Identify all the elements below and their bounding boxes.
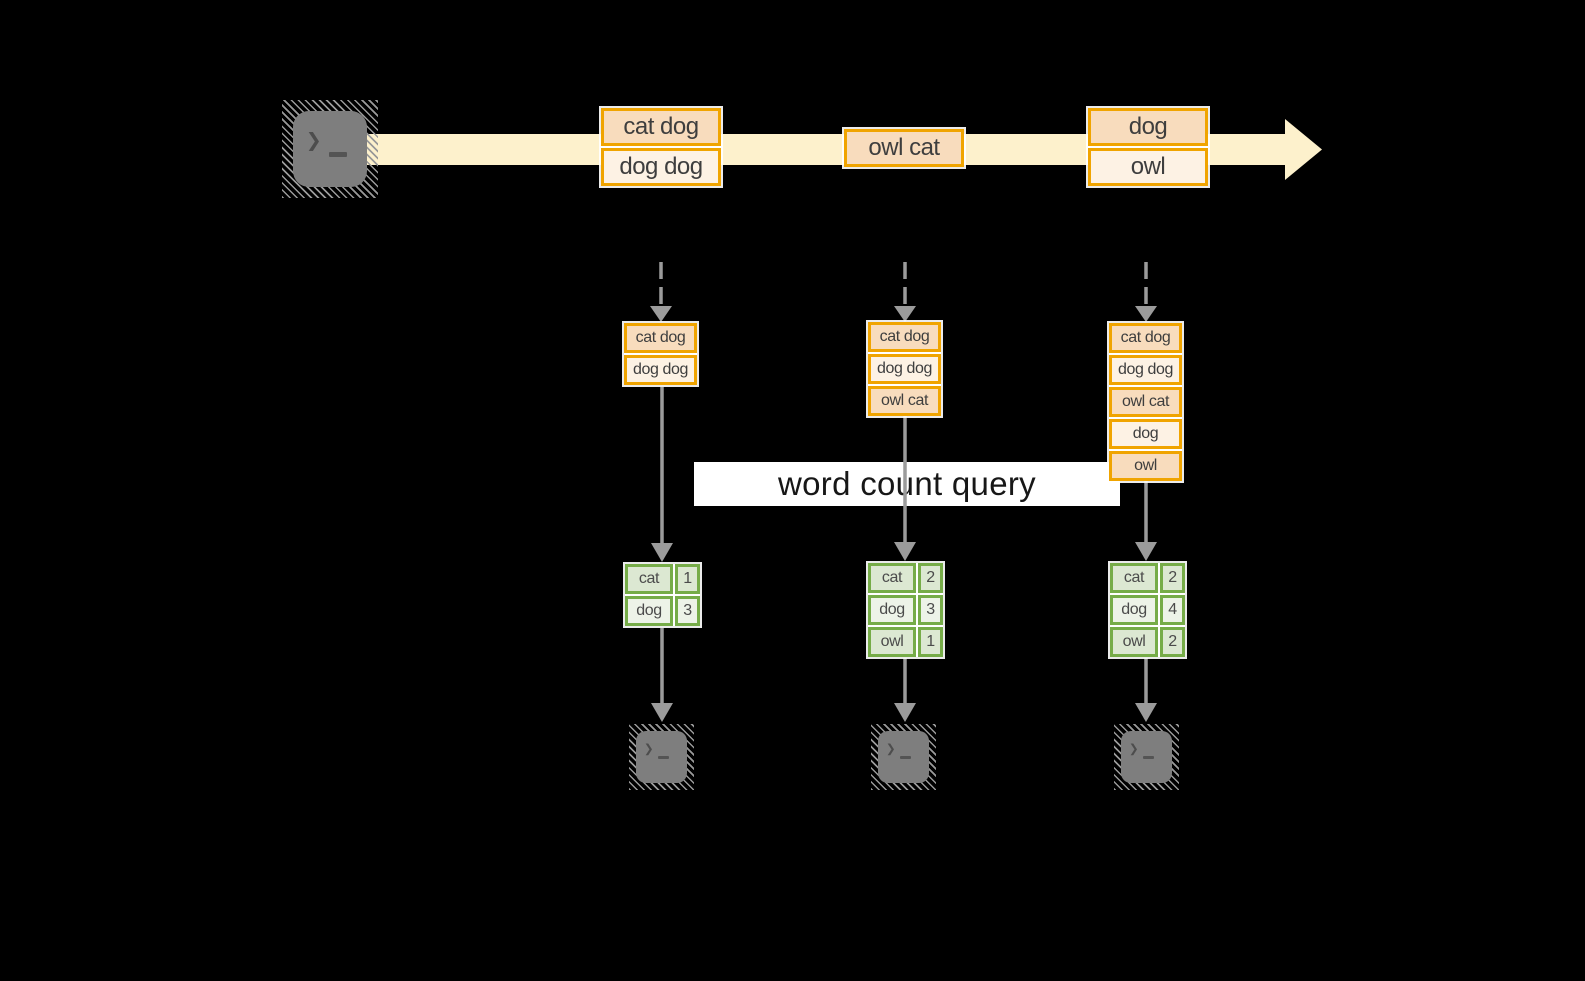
state-row: owl bbox=[1109, 451, 1182, 481]
prompt-cursor-icon bbox=[899, 756, 911, 759]
stream-event-box-2: owl cat bbox=[842, 127, 966, 169]
prompt-chevron-icon: ❯ bbox=[644, 739, 654, 758]
count-cell: 4 bbox=[1160, 595, 1185, 625]
stream-event-row: cat dog bbox=[601, 108, 721, 146]
word-count-table-3: cat 2 dog 4 owl 2 bbox=[1108, 561, 1187, 659]
word-cell: cat bbox=[1110, 563, 1158, 593]
flow-arrowhead-col3-icon bbox=[1135, 542, 1157, 561]
word-count-table-2: cat 2 dog 3 owl 1 bbox=[866, 561, 945, 659]
count-cell: 2 bbox=[1160, 627, 1185, 657]
prompt-cursor-icon bbox=[657, 756, 669, 759]
prompt-chevron-icon: ❯ bbox=[1129, 739, 1139, 758]
terminal-sink-icon-2: ❯ bbox=[871, 724, 936, 790]
sink-arrowhead-col3-icon bbox=[1135, 703, 1157, 722]
state-row: owl cat bbox=[1109, 387, 1182, 417]
prompt-chevron-icon: ❯ bbox=[886, 739, 896, 758]
query-label-banner: word count query bbox=[694, 462, 1120, 506]
dashed-arrowhead-col3-icon bbox=[1135, 306, 1157, 322]
stream-event-row: owl bbox=[1088, 148, 1208, 186]
word-cell: dog bbox=[1110, 595, 1158, 625]
state-row: dog bbox=[1109, 419, 1182, 449]
terminal-screen: ❯ bbox=[293, 111, 367, 187]
stream-event-row: dog dog bbox=[601, 148, 721, 186]
terminal-screen: ❯ bbox=[636, 731, 687, 783]
flow-arrowhead-col2-icon bbox=[894, 542, 916, 561]
count-cell: 1 bbox=[918, 627, 943, 657]
word-cell: dog bbox=[625, 596, 673, 626]
terminal-screen: ❯ bbox=[878, 731, 929, 783]
terminal-sink-icon-1: ❯ bbox=[629, 724, 694, 790]
count-cell: 3 bbox=[675, 596, 700, 626]
stream-event-box-1: cat dog dog dog bbox=[599, 106, 723, 188]
dashed-arrowhead-col2-icon bbox=[894, 306, 916, 322]
accumulated-stream-box-2: cat dog dog dog owl cat bbox=[866, 320, 943, 418]
accumulated-stream-box-3: cat dog dog dog owl cat dog owl bbox=[1107, 321, 1184, 483]
sink-arrowhead-col1-icon bbox=[651, 703, 673, 722]
word-count-table-1: cat 1 dog 3 bbox=[623, 562, 702, 628]
stream-timeline-arrowhead-icon bbox=[1285, 119, 1322, 180]
terminal-screen: ❯ bbox=[1121, 731, 1172, 783]
state-row: cat dog bbox=[1109, 323, 1182, 353]
state-row: dog dog bbox=[1109, 355, 1182, 385]
state-row: cat dog bbox=[624, 323, 697, 353]
prompt-cursor-icon bbox=[1142, 756, 1154, 759]
word-cell: dog bbox=[868, 595, 916, 625]
word-cell: owl bbox=[868, 627, 916, 657]
word-cell: cat bbox=[625, 564, 673, 594]
state-row: dog dog bbox=[624, 355, 697, 385]
prompt-cursor-icon bbox=[328, 152, 347, 157]
state-row: dog dog bbox=[868, 354, 941, 384]
terminal-source-icon: ❯ bbox=[282, 100, 378, 198]
stream-event-box-3: dog owl bbox=[1086, 106, 1210, 188]
state-row: cat dog bbox=[868, 322, 941, 352]
stream-event-row: owl cat bbox=[844, 129, 964, 167]
stream-event-row: dog bbox=[1088, 108, 1208, 146]
sink-arrowhead-col2-icon bbox=[894, 703, 916, 722]
count-cell: 2 bbox=[918, 563, 943, 593]
query-label: word count query bbox=[778, 465, 1036, 502]
count-cell: 1 bbox=[675, 564, 700, 594]
flow-arrowhead-col1-icon bbox=[651, 543, 673, 562]
word-cell: cat bbox=[868, 563, 916, 593]
terminal-sink-icon-3: ❯ bbox=[1114, 724, 1179, 790]
count-cell: 2 bbox=[1160, 563, 1185, 593]
state-row: owl cat bbox=[868, 386, 941, 416]
dashed-arrowhead-col1-icon bbox=[650, 306, 672, 322]
count-cell: 3 bbox=[918, 595, 943, 625]
prompt-chevron-icon: ❯ bbox=[306, 126, 322, 156]
word-cell: owl bbox=[1110, 627, 1158, 657]
accumulated-stream-box-1: cat dog dog dog bbox=[622, 321, 699, 387]
